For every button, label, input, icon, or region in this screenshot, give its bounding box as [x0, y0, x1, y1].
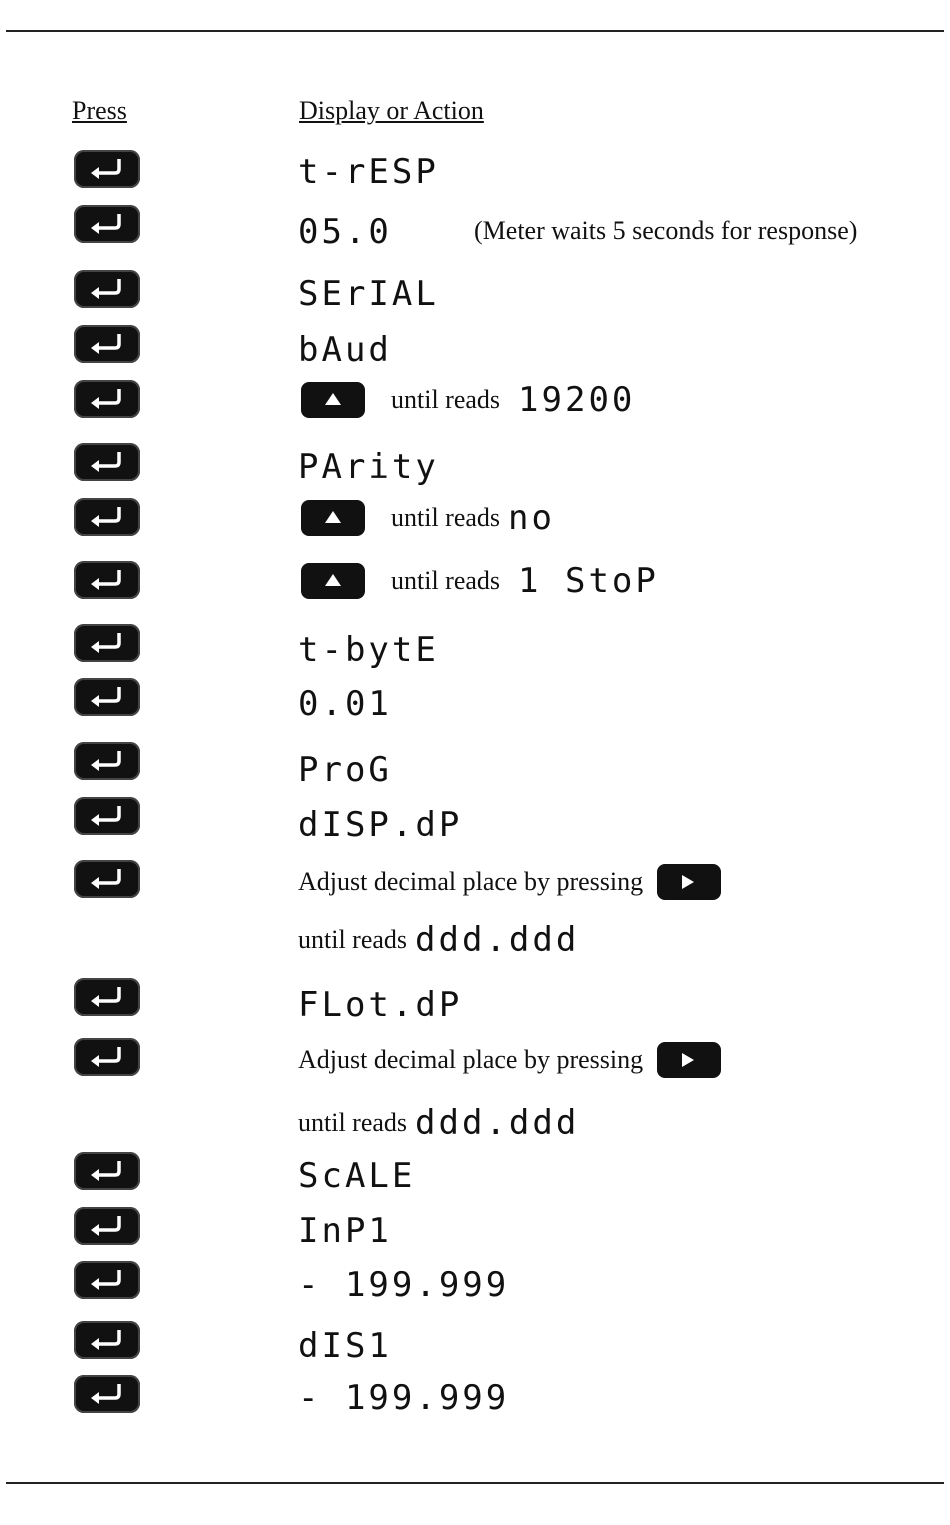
enter-key[interactable]: [74, 150, 140, 188]
display-prog: ProG: [298, 750, 392, 790]
display-0-01: 0.01: [298, 684, 392, 724]
display-flot-dp: FLot.dP: [298, 985, 463, 1025]
adjust-flot-result: until reads ddd.ddd: [298, 1103, 579, 1143]
right-arrow-icon: [682, 1053, 695, 1067]
display-dis1: dIS1: [298, 1326, 392, 1366]
enter-key[interactable]: [74, 742, 140, 780]
until-reads-label: until reads: [298, 925, 408, 954]
enter-key[interactable]: [74, 1152, 140, 1190]
adjust-label: Adjust decimal place by pressing: [298, 867, 644, 896]
right-button[interactable]: [657, 864, 722, 900]
enter-key[interactable]: [74, 498, 140, 536]
enter-icon: [91, 334, 121, 354]
display-minus-199-999: - 199.999: [298, 1378, 510, 1418]
display-19200: 19200: [518, 380, 636, 420]
action-header: Display or Action: [299, 96, 484, 125]
enter-icon: [91, 687, 121, 707]
enter-icon: [91, 389, 121, 409]
enter-key[interactable]: [74, 860, 140, 898]
enter-icon: [91, 869, 121, 889]
enter-key[interactable]: [74, 443, 140, 481]
right-button[interactable]: [657, 1042, 722, 1078]
enter-icon: [91, 1270, 121, 1290]
enter-icon: [91, 214, 121, 234]
enter-key[interactable]: [74, 1207, 140, 1245]
until-reads-label: until reads: [298, 1108, 408, 1137]
enter-icon: [91, 1216, 121, 1236]
press-header: Press: [72, 96, 127, 125]
up-button[interactable]: [301, 382, 365, 418]
enter-icon: [91, 1330, 121, 1350]
display-ddd-ddd: ddd.ddd: [415, 920, 580, 960]
display-inp1: InP1: [298, 1211, 392, 1251]
enter-key[interactable]: [74, 678, 140, 716]
enter-icon: [91, 452, 121, 472]
until-reads-label: until reads: [391, 566, 501, 595]
display-disp-dp: dISP.dP: [298, 805, 463, 845]
enter-icon: [91, 159, 121, 179]
enter-icon: [91, 279, 121, 299]
display-parity: PArity: [298, 447, 439, 487]
display-serial: SErIAL: [298, 274, 439, 314]
parity-step: until reads no: [301, 498, 555, 538]
display-1-stop: 1 StoP: [518, 561, 659, 601]
display-t-byte: t-bytE: [298, 630, 439, 670]
enter-key[interactable]: [74, 325, 140, 363]
adjust-label: Adjust decimal place by pressing: [298, 1045, 644, 1074]
display-baud: bAud: [298, 330, 392, 370]
enter-icon: [91, 507, 121, 527]
up-button[interactable]: [301, 500, 365, 536]
enter-icon: [91, 1161, 121, 1181]
enter-key[interactable]: [74, 797, 140, 835]
enter-key[interactable]: [74, 978, 140, 1016]
up-button[interactable]: [301, 563, 365, 599]
display-ddd-ddd: ddd.ddd: [415, 1103, 580, 1143]
enter-icon: [91, 570, 121, 590]
enter-icon: [91, 1047, 121, 1067]
until-reads-label: until reads: [391, 503, 501, 532]
enter-icon: [91, 633, 121, 653]
display-no: no: [508, 498, 555, 538]
enter-key[interactable]: [74, 1375, 140, 1413]
response-note: (Meter waits 5 seconds for response): [474, 216, 858, 245]
enter-icon: [91, 751, 121, 771]
enter-icon: [91, 806, 121, 826]
adjust-disp-result: until reads ddd.ddd: [298, 920, 579, 960]
enter-icon: [91, 1384, 121, 1404]
right-arrow-icon: [682, 875, 695, 889]
enter-icon: [91, 987, 121, 1007]
up-arrow-icon: [325, 393, 341, 405]
display-scale: ScALE: [298, 1156, 416, 1196]
enter-key[interactable]: [74, 624, 140, 662]
up-arrow-icon: [325, 511, 341, 523]
display-05-0: 05.0: [298, 212, 392, 252]
baud-step: until reads 19200: [301, 380, 635, 420]
adjust-flot-step: Adjust decimal place by pressing: [298, 1042, 722, 1078]
stop-step: until reads 1 StoP: [301, 561, 659, 601]
display-t-resp: t-rESP: [298, 152, 439, 192]
enter-key[interactable]: [74, 1261, 140, 1299]
display-minus-199-999: - 199.999: [298, 1265, 510, 1305]
enter-key[interactable]: [74, 205, 140, 243]
enter-key[interactable]: [74, 380, 140, 418]
bottom-rule: [6, 1482, 944, 1484]
enter-key[interactable]: [74, 270, 140, 308]
until-reads-label: until reads: [391, 385, 501, 414]
up-arrow-icon: [325, 574, 341, 586]
adjust-disp-step: Adjust decimal place by pressing: [298, 864, 722, 900]
top-rule: [6, 30, 944, 32]
enter-key[interactable]: [74, 1321, 140, 1359]
enter-key[interactable]: [74, 1038, 140, 1076]
enter-key[interactable]: [74, 561, 140, 599]
